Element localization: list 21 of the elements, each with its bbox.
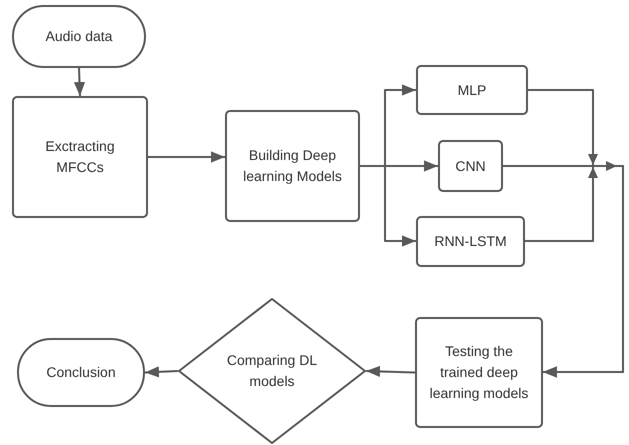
process-box — [12, 96, 148, 218]
node-label: Exctracting MFCCs — [44, 137, 116, 177]
process-box — [416, 216, 525, 267]
node-label: Conclusion — [45, 363, 117, 382]
process-box — [438, 140, 503, 192]
node-label: RNN-LSTM — [433, 232, 508, 251]
arrow — [144, 366, 178, 378]
arrow — [148, 151, 225, 163]
arrow — [366, 366, 416, 378]
process-box — [415, 317, 543, 428]
node-label: CNN — [454, 156, 487, 176]
node-label: Audio data — [44, 27, 114, 46]
decision-diamond — [178, 298, 366, 444]
arrow — [525, 165, 624, 378]
arrow — [74, 68, 86, 96]
node-label: Comparing DL models — [226, 351, 318, 391]
node-label: Testing the trained deep learning models — [428, 342, 530, 403]
node-label: Building Deep learning Models — [242, 146, 343, 186]
process-box — [416, 65, 528, 115]
node-label: MLP — [456, 80, 488, 100]
process-box — [225, 110, 360, 222]
